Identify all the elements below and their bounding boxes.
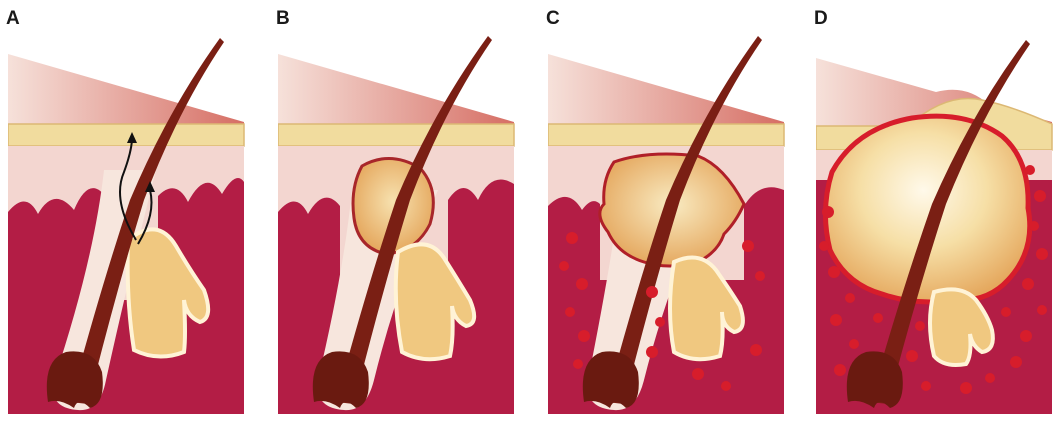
inflammation-cell — [1029, 221, 1039, 231]
inflammation-cell — [566, 232, 578, 244]
inflammation-cell — [565, 307, 575, 317]
hair-bulb — [47, 351, 103, 408]
inflammation-cell — [830, 314, 842, 326]
inflammation-cell — [573, 359, 583, 369]
inflammation-cell — [849, 339, 859, 349]
inflammation-cell — [750, 344, 762, 356]
inflammation-cell — [819, 241, 829, 251]
pustule — [825, 116, 1029, 302]
inflammation-cell — [822, 206, 834, 218]
epidermis-band — [278, 124, 514, 146]
inflammation-cell — [1036, 248, 1048, 260]
epidermis-band — [8, 124, 244, 146]
panel-a-diagram — [8, 0, 246, 416]
panel-c-diagram — [548, 0, 786, 416]
panel-d-diagram — [816, 0, 1054, 416]
inflammation-cell — [1025, 165, 1035, 175]
inflammation-cell — [906, 350, 918, 362]
skin-surface-wedge — [548, 54, 784, 126]
skin-surface-wedge — [278, 54, 514, 126]
inflammation-cell — [721, 381, 731, 391]
hair-bulb — [583, 351, 639, 408]
inflammation-cell — [915, 321, 925, 331]
inflammation-cell — [742, 240, 754, 252]
inflammation-cell — [960, 382, 972, 394]
hair-bulb — [313, 351, 369, 408]
panel-b-diagram — [278, 0, 516, 416]
inflammation-cell — [1010, 356, 1022, 368]
inflammation-cell — [646, 286, 658, 298]
inflammation-cell — [692, 368, 704, 380]
inflammation-cell — [1034, 190, 1046, 202]
inflammation-cell — [655, 317, 665, 327]
inflammation-cell — [559, 261, 569, 271]
inflammation-cell — [828, 266, 840, 278]
inflammation-cell — [873, 313, 883, 323]
inflammation-cell — [578, 330, 590, 342]
hair-bulb — [847, 351, 903, 408]
inflammation-cell — [921, 381, 931, 391]
inflammation-cell — [1022, 278, 1034, 290]
epidermis-band — [548, 124, 784, 146]
inflammation-cell — [834, 364, 846, 376]
inflammation-cell — [755, 271, 765, 281]
inflammation-cell — [845, 293, 855, 303]
inflammation-cell — [985, 373, 995, 383]
inflammation-cell — [1037, 305, 1047, 315]
inflammation-cell — [1020, 330, 1032, 342]
inflammation-cell — [576, 278, 588, 290]
inflammation-cell — [1001, 307, 1011, 317]
inflammation-cell — [646, 346, 658, 358]
